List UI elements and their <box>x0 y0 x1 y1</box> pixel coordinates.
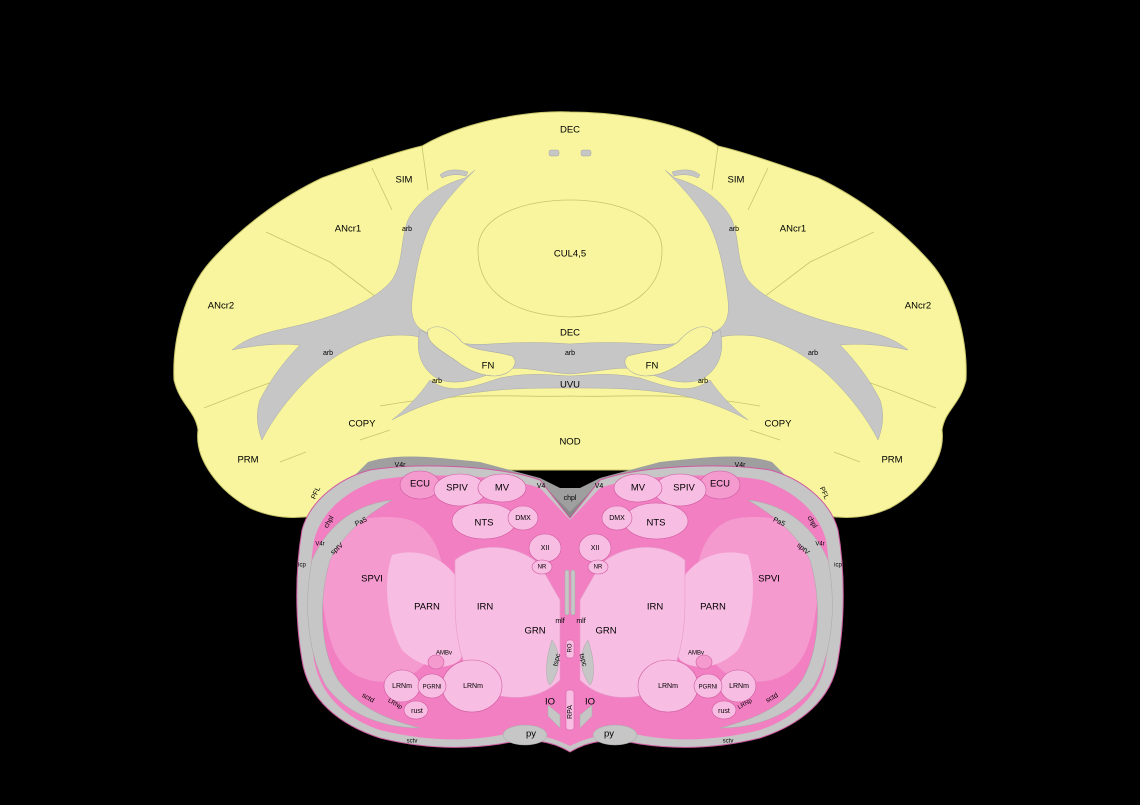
label-arb-low-right: arb <box>698 378 708 385</box>
label-arb-mid-right: arb <box>808 350 818 357</box>
label-pa5-left: Pa5 <box>354 516 368 528</box>
label-arb-center: arb <box>565 350 575 357</box>
label-dmx-right: DMX <box>609 515 625 522</box>
cerebellum <box>173 111 967 518</box>
label-arb-upper-left: arb <box>402 226 412 233</box>
label-xii-left: XII <box>541 545 550 552</box>
label-parn-right: PARN <box>700 602 726 613</box>
label-sctv-right: sctv <box>723 739 734 745</box>
label-irn-right: IRN <box>647 602 664 613</box>
label-pgrnl-left: PGRNl <box>423 685 442 691</box>
label-icp-left: icp <box>298 563 306 569</box>
label-tspc-right: tspc <box>578 653 588 668</box>
label-tspc-left: tspc <box>552 653 562 668</box>
label-arb-upper-right: arb <box>729 226 739 233</box>
label-grn-right: GRN <box>595 626 616 637</box>
label-rust-left: rust <box>411 708 423 715</box>
label-nr-right: NR <box>594 565 603 571</box>
label-sim-right: SIM <box>728 175 745 186</box>
label-prm-right: PRM <box>881 455 902 466</box>
label-spvi-right: SPVI <box>758 574 780 585</box>
label-rust-right: rust <box>718 708 730 715</box>
label-mlf-right: mlf <box>576 618 585 625</box>
label-mv-right: MV <box>631 483 646 494</box>
label-dec-mid: DEC <box>560 328 580 339</box>
label-lrnm-right-inner: LRNm <box>658 683 678 690</box>
label-prm-left: PRM <box>237 455 258 466</box>
fn-left <box>427 326 516 377</box>
label-fn-right: FN <box>646 361 659 372</box>
label-chpl-center: chpl <box>564 495 577 502</box>
label-nts-left: NTS <box>475 518 494 529</box>
cul45-region <box>477 199 663 318</box>
label-nod: NOD <box>559 437 580 448</box>
label-fn-left: FN <box>482 361 495 372</box>
label-arb-mid-left: arb <box>323 350 333 357</box>
label-ancr1-right: ANcr1 <box>780 224 806 235</box>
label-mv-left: MV <box>495 483 510 494</box>
label-pa5-right: Pa5 <box>772 517 786 529</box>
region-labels: DEC SIM SIM ANcr1 ANcr1 arb arb CUL4,5 A… <box>208 125 931 745</box>
label-ambv-right: AMBv <box>688 651 704 657</box>
label-spvi-left: SPVI <box>361 574 383 585</box>
label-spiv-left: SPIV <box>446 483 468 494</box>
label-v4r-lower-right: V4r <box>815 542 824 548</box>
label-nr-left: NR <box>538 565 547 571</box>
label-sim-left: SIM <box>396 175 413 186</box>
label-grn-left: GRN <box>524 626 545 637</box>
label-icp-right: icp <box>834 563 842 569</box>
label-v4-left: V4 <box>537 483 546 490</box>
label-sctv-left: sctv <box>407 739 418 745</box>
medulla <box>296 465 844 753</box>
label-arb-low-left: arb <box>432 378 442 385</box>
label-dec-top: DEC <box>560 125 580 136</box>
label-v4r-lower-left: V4r <box>315 542 324 548</box>
label-xii-right: XII <box>591 545 600 552</box>
label-pfl-right: PFL <box>818 486 830 501</box>
label-spiv-right: SPIV <box>673 483 695 494</box>
label-ancr1-left: ANcr1 <box>335 224 361 235</box>
label-copy-left: COPY <box>349 419 377 430</box>
label-copy-right: COPY <box>765 419 793 430</box>
label-ro: RO <box>568 643 574 652</box>
label-pfl-left: PFL <box>310 486 322 501</box>
label-pgrnl-right: PGRNl <box>699 685 718 691</box>
label-py-left: py <box>526 729 536 740</box>
label-ecu-left: ECU <box>410 479 430 490</box>
label-ecu-right: ECU <box>710 479 730 490</box>
label-parn-left: PARN <box>414 602 440 613</box>
label-py-right: py <box>604 729 614 740</box>
label-cul45: CUL4,5 <box>554 249 586 260</box>
label-uvu: UVU <box>560 380 580 391</box>
fn-right <box>624 326 713 377</box>
label-v4-right: V4 <box>595 483 604 490</box>
label-irn-left: IRN <box>477 602 494 613</box>
label-lrnm-left-outer: LRNm <box>392 683 412 690</box>
label-io-left: IO <box>545 697 555 708</box>
label-lrnm-left-inner: LRNm <box>463 683 483 690</box>
label-v4r-upper-left: V4r <box>395 462 407 469</box>
label-mlf-left: mlf <box>555 618 564 625</box>
label-ancr2-right: ANcr2 <box>905 301 931 312</box>
label-v4r-upper-right: V4r <box>735 462 747 469</box>
label-lrnm-right-outer: LRNm <box>729 683 749 690</box>
label-io-right: IO <box>585 697 595 708</box>
label-nts-right: NTS <box>647 518 666 529</box>
label-ancr2-left: ANcr2 <box>208 301 234 312</box>
label-rpa: RPA <box>567 705 574 719</box>
label-dmx-left: DMX <box>515 515 531 522</box>
label-ambv-left: AMBv <box>436 651 452 657</box>
